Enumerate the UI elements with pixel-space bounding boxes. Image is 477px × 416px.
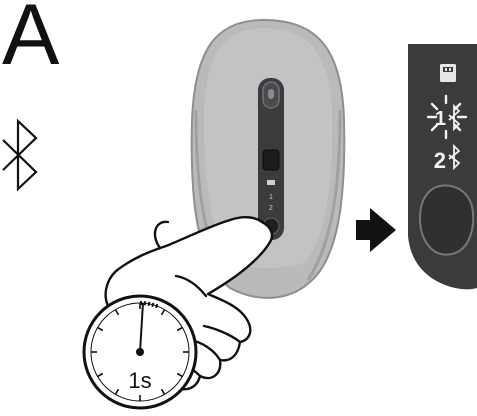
channel-one-bluetooth-icon	[448, 103, 461, 132]
blinking-indicator	[426, 94, 468, 140]
bluetooth-icon	[2, 118, 38, 192]
stopwatch-hand	[139, 302, 144, 353]
channel-one-label: 1	[435, 108, 446, 130]
step-letter: A	[2, 0, 59, 83]
channel-two-label: 2	[434, 148, 446, 173]
mouse-mode-two-label: 2	[269, 205, 273, 212]
timer-label: 1s	[128, 368, 151, 393]
channel-two-bluetooth-icon	[448, 143, 461, 171]
arrow-right-icon	[356, 208, 396, 252]
mode-switch	[262, 149, 280, 171]
channel-panel: 1 2	[408, 44, 477, 290]
mouse-mode-one-label: 1	[269, 194, 273, 201]
usb-receiver-icon	[440, 64, 456, 82]
panel-button	[418, 184, 475, 256]
stopwatch-icon: 1s	[82, 294, 198, 410]
